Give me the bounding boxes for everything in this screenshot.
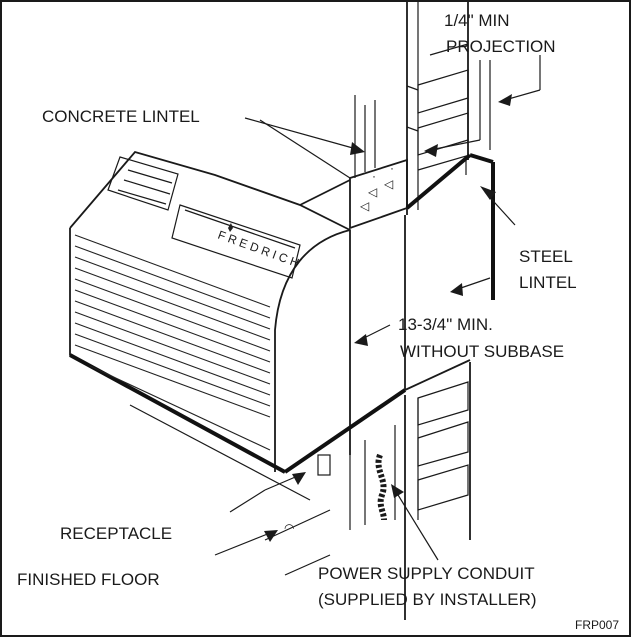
concrete-lintel-label: CONCRETE LINTEL: [42, 107, 200, 126]
svg-text:◁: ◁: [368, 185, 378, 199]
brick-wall-lower: [349, 362, 471, 620]
svg-text:·: ·: [390, 161, 394, 175]
finished-floor-label: FINISHED FLOOR: [17, 570, 160, 589]
svg-text:·: ·: [372, 169, 376, 183]
leader-lines: [214, 55, 541, 561]
svg-text:◁: ◁: [360, 199, 370, 213]
min-projection-label-1: 1/4" MIN: [444, 11, 510, 30]
power-conduit: [375, 453, 387, 521]
receptacle-label: RECEPTACLE: [60, 524, 172, 543]
power-conduit-label-2: (SUPPLIED BY INSTALLER): [318, 590, 537, 609]
receptacle: [317, 454, 331, 476]
steel-lintel-label-2: LINTEL: [519, 273, 577, 292]
svg-text:◁: ◁: [384, 177, 394, 191]
svg-text:◠: ◠: [284, 521, 294, 535]
min-depth-label-2: WITHOUT SUBBASE: [400, 342, 564, 361]
min-depth-label-1: 13-3/4" MIN.: [398, 315, 493, 334]
steel-lintel-label-1: STEEL: [519, 247, 573, 266]
figure-code: FRP007: [575, 618, 619, 632]
power-conduit-label-1: POWER SUPPLY CONDUIT: [318, 564, 535, 583]
steel-lintel: [405, 153, 495, 300]
callout-labels: 1/4" MIN PROJECTION CONCRETE LINTEL STEE…: [17, 11, 619, 632]
min-projection-label-2: PROJECTION: [446, 37, 556, 56]
